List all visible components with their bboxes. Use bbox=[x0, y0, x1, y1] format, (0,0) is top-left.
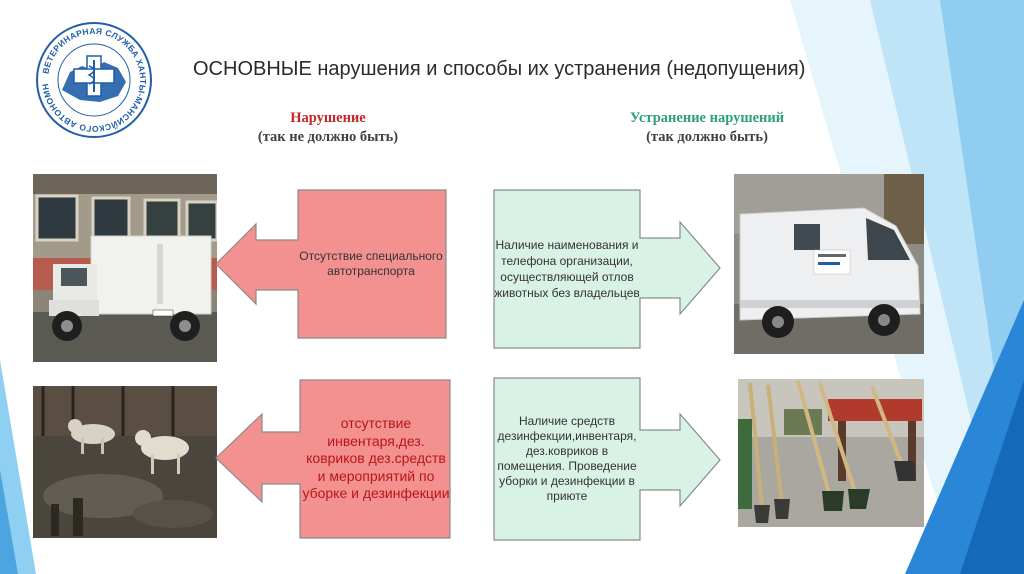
fix-title: Устранение нарушений bbox=[629, 110, 785, 126]
violation-subtitle: (так не должно быть) bbox=[257, 129, 399, 145]
row1-violation-arrow bbox=[215, 189, 447, 339]
veterinary-cross-icon bbox=[73, 55, 115, 97]
row1-violation-text: Отсутствие специального автотранспорта bbox=[299, 249, 443, 278]
row2-fix-arrow bbox=[493, 377, 721, 541]
row2-violation-arrow bbox=[215, 379, 451, 539]
cleaning-equipment-photo bbox=[738, 379, 924, 527]
row2-violation-text: отсутствие инвентаря,дез. ковриков дез.с… bbox=[302, 415, 450, 502]
catching-service-van-photo bbox=[734, 174, 924, 354]
old-truck-photo bbox=[33, 174, 217, 362]
slide-title: ОСНОВНЫЕ нарушения и способы их устранен… bbox=[193, 58, 806, 80]
row1-fix-text: Наличие наименования и телефона организа… bbox=[494, 238, 640, 300]
row2-fix-text: Наличие средств дезинфекции,инвентаря, д… bbox=[497, 414, 637, 503]
dirty-shelter-dogs-photo bbox=[33, 386, 217, 538]
row1-fix-arrow bbox=[493, 189, 721, 349]
veterinary-service-logo: ВЕТЕРИНАРНАЯ СЛУЖБА ХАНТЫ-МАНСИЙСКОГО АВ… bbox=[29, 12, 154, 140]
violation-title: Нарушение bbox=[290, 110, 366, 126]
fix-subtitle: (так должно быть) bbox=[646, 129, 768, 145]
violation-column-header: Нарушение (так не должно быть) bbox=[226, 109, 430, 147]
fix-column-header: Устранение нарушений (так должно быть) bbox=[584, 109, 830, 147]
